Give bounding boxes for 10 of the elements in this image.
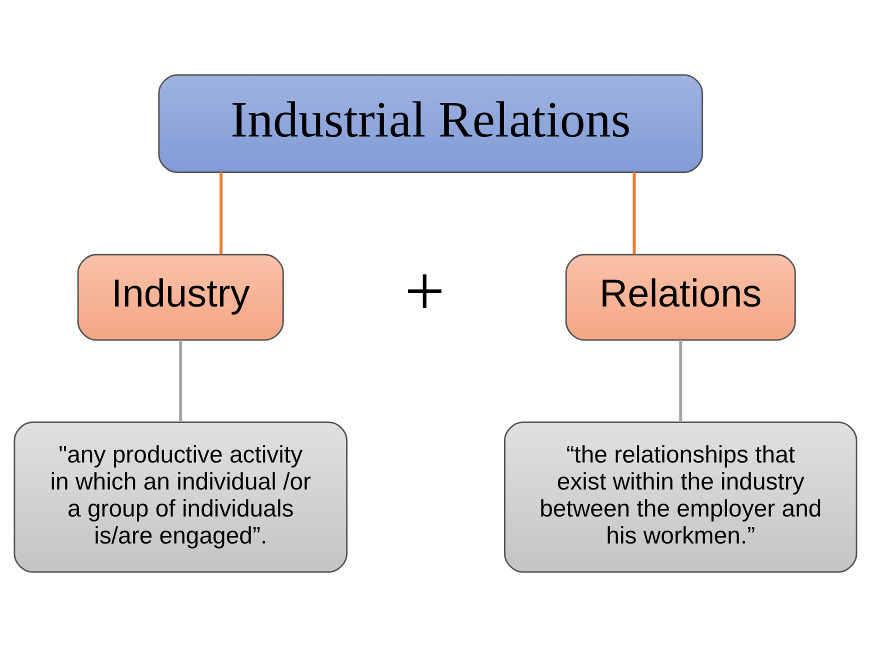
connector	[679, 340, 682, 422]
connector	[632, 172, 636, 254]
label: +	[404, 250, 445, 331]
connector	[220, 172, 223, 254]
node-box: "any productive activity in which an individual /or a group of individuals is/are engaged”.	[14, 421, 348, 572]
node-box: Relations	[565, 253, 796, 340]
node-box: “the relationships that exist within the industry between the employer and his workmen.”	[504, 421, 858, 572]
connector	[179, 340, 182, 422]
node-box: Industrial Relations	[158, 74, 704, 173]
node-box: Industry	[77, 253, 284, 340]
